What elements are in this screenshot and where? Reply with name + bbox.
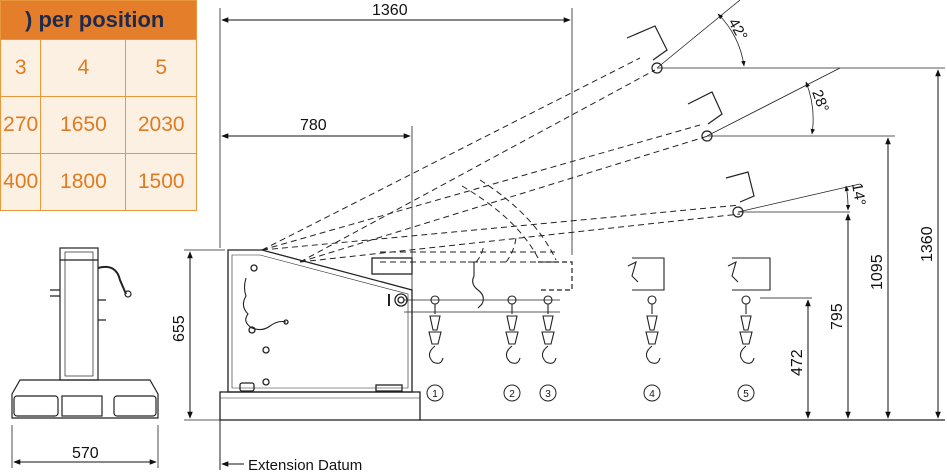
table-col-3: 3 (0, 39, 42, 97)
dim-795: 795 (829, 303, 846, 330)
table-cell: 2030 (125, 96, 197, 154)
table-col-4: 4 (40, 39, 127, 97)
position-label-4: 4 (649, 389, 655, 400)
dim-1360-top: 1360 (372, 2, 408, 19)
table-header: ) per position (0, 0, 197, 40)
angle-42: 42° (725, 16, 751, 44)
table-header-row: ) per position (0, 0, 197, 40)
table-cell: 400 (0, 153, 42, 211)
dim-1360-right: 1360 (919, 226, 936, 262)
boom-positions (261, 57, 741, 263)
height-dimensions (760, 69, 941, 419)
table-row: 270 1650 2030 (0, 96, 197, 154)
position-label-5: 5 (743, 389, 749, 400)
position-markers (426, 384, 755, 402)
dim-780: 780 (300, 117, 327, 134)
position-label-3: 3 (545, 389, 551, 400)
capacity-table: ) per position 3 4 5 270 1650 2030 400 1… (0, 0, 197, 211)
table-cell: 270 (0, 96, 42, 154)
side-view (11, 247, 159, 419)
table-cell: 1500 (125, 153, 197, 211)
position-label-2: 2 (509, 389, 515, 400)
dim-1095: 1095 (869, 254, 886, 290)
angle-14: 14° (848, 182, 869, 207)
position-label-1: 1 (432, 389, 438, 400)
main-body (219, 249, 560, 421)
angle-guides (656, 0, 945, 213)
dim-472: 472 (789, 349, 806, 376)
table-position-row: 3 4 5 (0, 39, 197, 97)
boom-end-fittings (538, 25, 755, 291)
hooks (428, 257, 771, 364)
table-cell: 1800 (40, 153, 127, 211)
table-col-5: 5 (125, 39, 197, 97)
dim-655: 655 (171, 315, 188, 342)
datum-label: Extension Datum (248, 457, 362, 474)
table-cell: 1650 (40, 96, 127, 154)
angle-28: 28° (808, 88, 832, 115)
table-row: 400 1800 1500 (0, 153, 197, 211)
dim-570: 570 (72, 445, 99, 462)
